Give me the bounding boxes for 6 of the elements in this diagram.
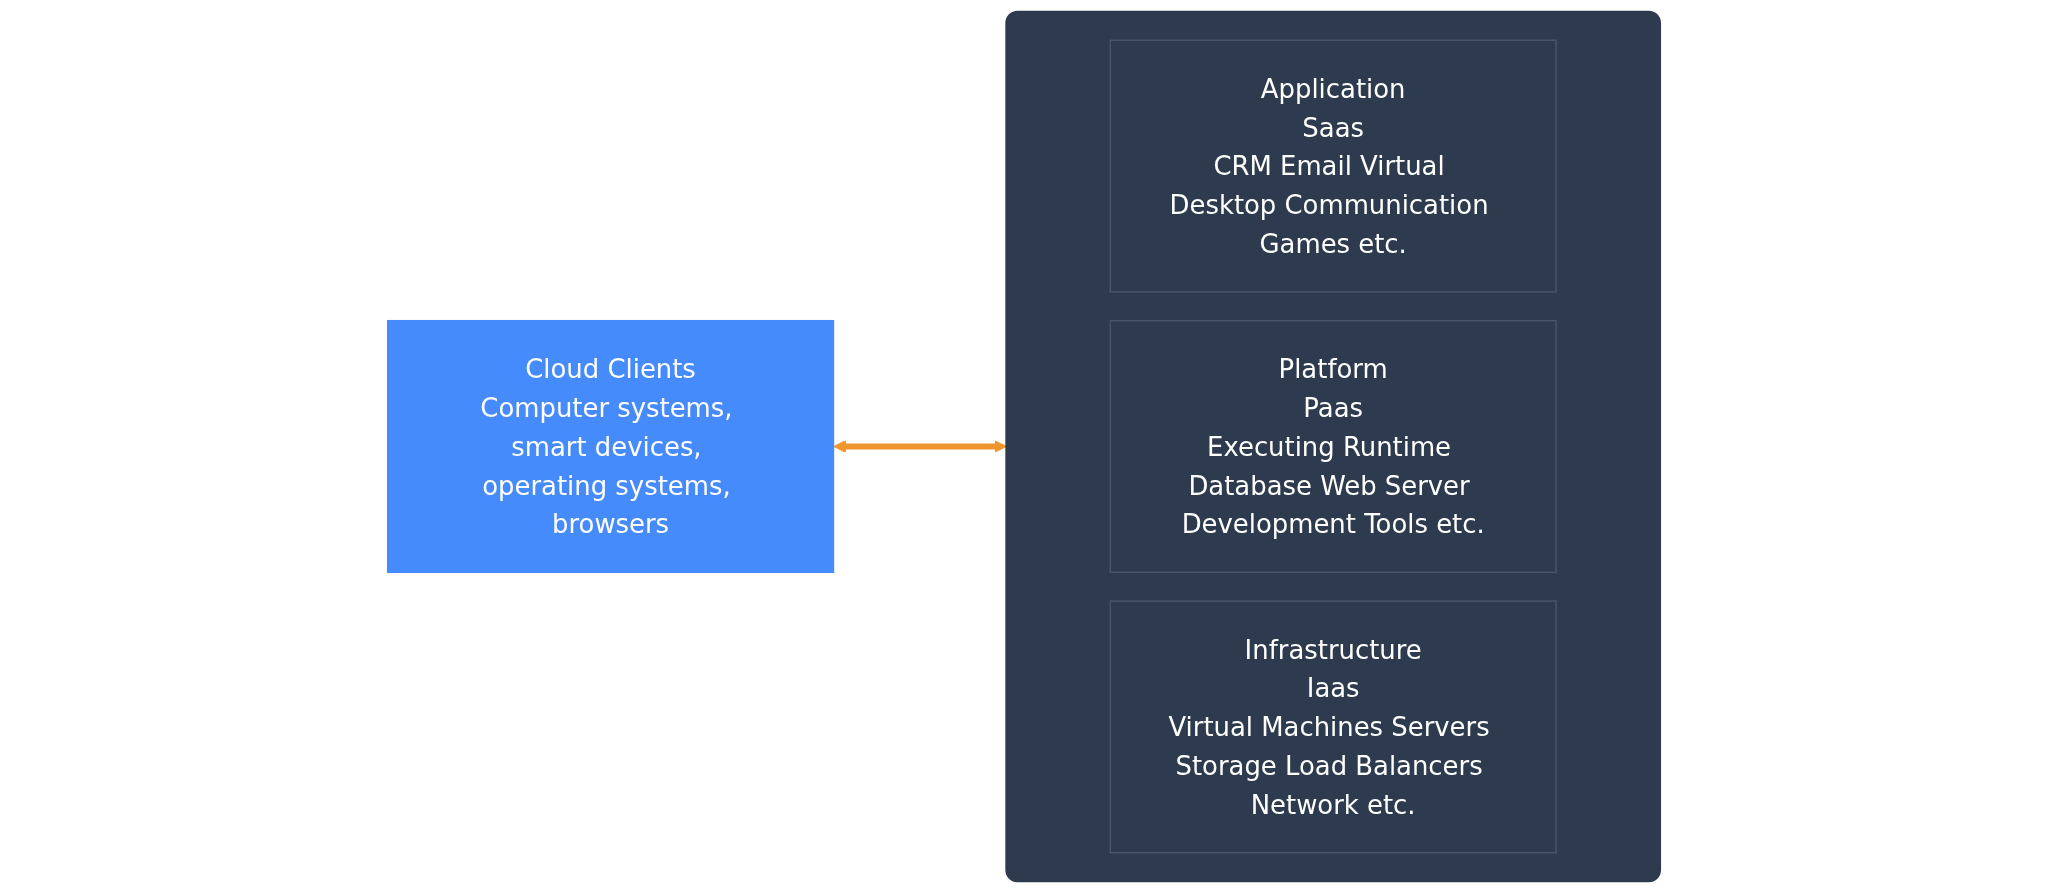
node-box: Infrastructure Iaas Virtual Machines Servers Storage Load Balancers Network etc. [1109,600,1557,854]
node-box: Platform Paas Executing Runtime Database Web Server Development Tools etc. [1109,319,1557,574]
arrow [833,440,1007,453]
node-box: Cloud Clients Computer systems, smart devices, operating systems, browsers [386,319,835,574]
node-box: Application Saas CRM Email Virtual Desktop Communication Games etc. [1109,39,1557,293]
cluster [1005,10,1662,883]
